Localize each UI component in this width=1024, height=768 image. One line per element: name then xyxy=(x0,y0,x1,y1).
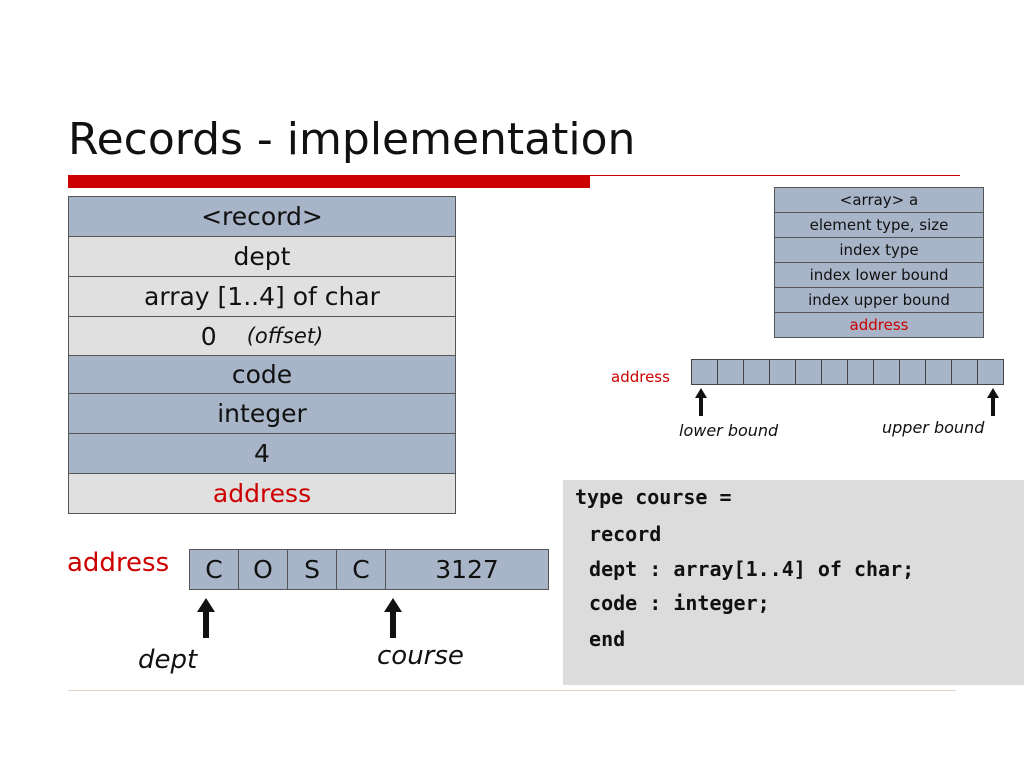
title-underline-thin xyxy=(590,175,960,176)
array-descriptor-label: <array> a xyxy=(839,191,919,209)
array-cell xyxy=(795,359,822,385)
course-arrow-icon xyxy=(384,598,402,638)
record-field-dept-offset: 0 xyxy=(200,321,217,351)
array-descriptor-label: index type xyxy=(839,241,919,259)
array-cell xyxy=(977,359,1004,385)
array-descriptor-row: <array> a xyxy=(774,187,984,213)
record-offset-note: (offset) xyxy=(246,324,324,348)
code-line: record xyxy=(577,522,662,546)
array-descriptor-label: index upper bound xyxy=(808,291,950,309)
upper-bound-caption: upper bound xyxy=(882,418,985,437)
array-cell xyxy=(717,359,744,385)
array-descriptor-row: index lower bound xyxy=(774,262,984,288)
array-descriptor-row: element type, size xyxy=(774,212,984,238)
memory-cell: O xyxy=(238,549,288,590)
record-field-code-type-row: integer xyxy=(68,393,456,434)
record-field-dept-row: dept xyxy=(68,236,456,277)
array-cell xyxy=(925,359,952,385)
record-header-label: <record> xyxy=(201,202,323,231)
record-field-code-name: code xyxy=(231,360,293,389)
lower-bound-caption: lower bound xyxy=(679,421,779,440)
title-underline-thick xyxy=(68,175,590,188)
array-descriptor-row: index type xyxy=(774,237,984,263)
record-header-row: <record> xyxy=(68,196,456,237)
array-descriptor-label: index lower bound xyxy=(809,266,949,284)
array-memory-strip xyxy=(691,359,1004,385)
record-field-code-offset-row: 4 xyxy=(68,433,456,474)
array-cell xyxy=(769,359,796,385)
memory-cell: C xyxy=(336,549,386,590)
array-cell xyxy=(899,359,926,385)
array-strip-address-label: address xyxy=(611,368,670,386)
array-cell xyxy=(821,359,848,385)
record-address-label: address xyxy=(212,479,312,508)
memory-cell: S xyxy=(287,549,337,590)
memory-layout-strip: C O S C 3127 xyxy=(189,549,549,590)
array-cell xyxy=(873,359,900,385)
course-caption: course xyxy=(377,641,464,671)
code-line: code : integer; xyxy=(577,591,770,615)
record-field-code-type: integer xyxy=(217,399,307,428)
array-descriptor-address-row: address xyxy=(774,312,984,338)
lower-bound-arrow-icon xyxy=(695,388,707,416)
record-field-dept-type: array [1..4] of char xyxy=(144,282,380,311)
memory-address-label: address xyxy=(67,548,170,578)
record-field-dept-type-row: array [1..4] of char xyxy=(68,276,456,317)
array-descriptor-address-label: address xyxy=(849,316,909,334)
record-field-dept-offset-row: 0 (offset) xyxy=(68,316,456,356)
code-line: end xyxy=(577,627,626,651)
array-cell xyxy=(743,359,770,385)
dept-caption: dept xyxy=(138,645,198,675)
bottom-divider xyxy=(68,690,956,691)
array-descriptor-row: index upper bound xyxy=(774,287,984,313)
record-address-row: address xyxy=(68,473,456,514)
record-field-code-row: code xyxy=(68,355,456,394)
record-field-dept-name: dept xyxy=(233,242,291,271)
array-cell xyxy=(847,359,874,385)
array-cell xyxy=(951,359,978,385)
code-box: type course = record dept : array[1..4] … xyxy=(563,480,1024,685)
record-field-code-offset: 4 xyxy=(254,439,270,468)
memory-cell: C xyxy=(189,549,239,590)
upper-bound-arrow-icon xyxy=(987,388,999,416)
slide-title: Records - implementation xyxy=(68,114,636,165)
code-line: dept : array[1..4] of char; xyxy=(577,557,915,581)
array-cell xyxy=(691,359,718,385)
array-descriptor-label: element type, size xyxy=(809,216,949,234)
memory-cell-integer: 3127 xyxy=(385,549,549,590)
code-line: type course = xyxy=(575,485,732,509)
dept-arrow-icon xyxy=(197,598,215,638)
